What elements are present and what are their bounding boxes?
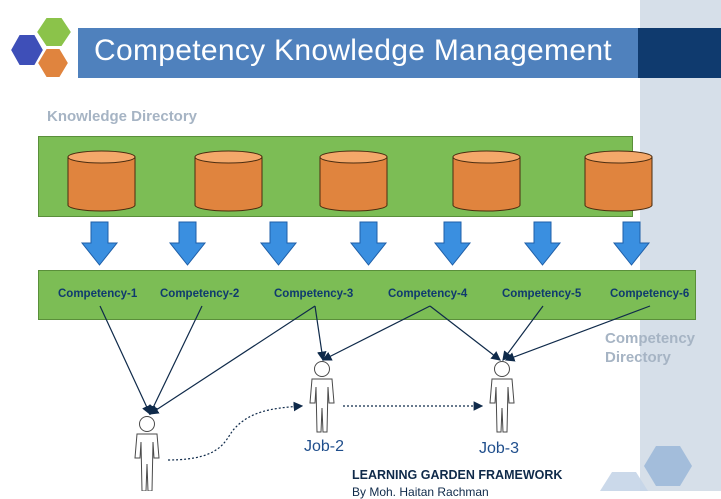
database-icon xyxy=(319,150,388,212)
right-decorative-panel xyxy=(640,0,721,491)
competency-3-label: Competency-3 xyxy=(274,288,354,300)
down-arrow-icon xyxy=(259,221,298,266)
database-icon xyxy=(584,150,653,212)
connector-line xyxy=(149,305,203,416)
database-icon xyxy=(67,150,136,212)
down-arrow-icon xyxy=(612,221,651,266)
job-2-label: Job-2 xyxy=(304,438,345,455)
competency-directory-label-line1: Competency xyxy=(605,330,696,347)
competency-5-label: Competency-5 xyxy=(502,288,582,300)
connector-line xyxy=(148,305,316,415)
career-path-line xyxy=(167,401,304,461)
job-3-label: Job-3 xyxy=(479,440,520,457)
connector-line xyxy=(314,305,327,362)
connector-line xyxy=(321,305,431,361)
hexagon-logo-icon xyxy=(8,16,74,79)
person-icon xyxy=(309,361,335,433)
down-arrow-icon xyxy=(168,221,207,266)
connector-line xyxy=(502,305,544,361)
down-arrow-icon xyxy=(523,221,562,266)
competency-directory-box xyxy=(38,270,696,320)
connector-line xyxy=(504,305,651,362)
competency-4-label: Competency-4 xyxy=(388,288,468,300)
slide-title: Competency Knowledge Management xyxy=(94,34,612,67)
connector-line xyxy=(99,305,151,416)
down-arrow-icon xyxy=(433,221,472,266)
knowledge-directory-label: Knowledge Directory xyxy=(47,108,198,125)
competency-directory-label-line2: Directory xyxy=(605,349,671,366)
down-arrow-icon xyxy=(80,221,119,266)
person-icon xyxy=(134,416,160,491)
title-bar-accent xyxy=(638,28,721,78)
person-icon xyxy=(489,361,515,433)
competency-6-label: Competency-6 xyxy=(610,288,690,300)
title-bar xyxy=(78,28,638,78)
connector-line xyxy=(429,305,501,361)
competency-2-label: Competency-2 xyxy=(160,288,240,300)
database-icon xyxy=(194,150,263,212)
footer-subtitle: By Moh. Haitan Rachman xyxy=(352,485,489,499)
database-icon xyxy=(452,150,521,212)
footer-title: LEARNING GARDEN FRAMEWORK xyxy=(352,468,563,482)
down-arrow-icon xyxy=(349,221,388,266)
competency-1-label: Competency-1 xyxy=(58,288,138,300)
